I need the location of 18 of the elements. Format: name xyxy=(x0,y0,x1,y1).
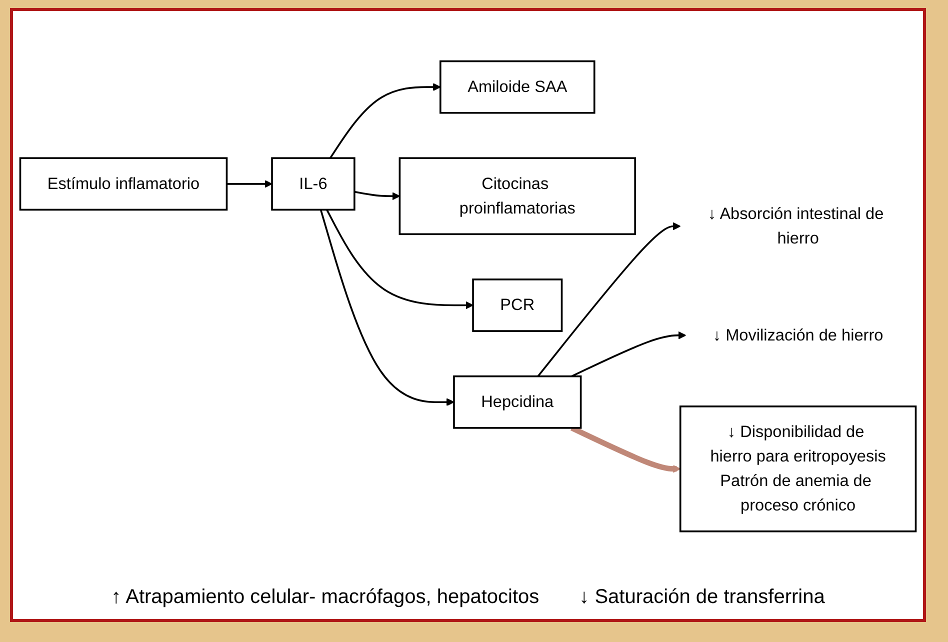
arrow xyxy=(226,180,272,188)
note-text: ↓ Saturación de transferrina xyxy=(579,586,825,609)
node-box: Estímulo inflamatorio xyxy=(19,157,228,211)
node-box: Citocinas proinflamatorias xyxy=(398,157,636,236)
arrow xyxy=(329,83,441,159)
node-box: ↓ Disponibilidad de hierro para eritropoyesis Patrón de anemia de proceso crónico xyxy=(679,406,917,532)
node-box: IL-6 xyxy=(271,157,356,211)
node-box: Amiloide SAA xyxy=(440,60,596,114)
note-text: ↑ Atrapamiento celular- macrófagos, hepatocitos xyxy=(111,586,540,609)
arrow xyxy=(571,332,686,378)
arrow xyxy=(320,210,454,406)
arrow xyxy=(326,210,474,310)
node-box: Hepcidina xyxy=(453,376,582,430)
arrow xyxy=(537,222,681,378)
arrow xyxy=(354,191,400,200)
node-text: ↓ Movilización de hierro xyxy=(712,326,884,344)
node-text: ↓ Absorción intestinal de hierro xyxy=(708,204,884,248)
node-box: PCR xyxy=(472,278,563,332)
